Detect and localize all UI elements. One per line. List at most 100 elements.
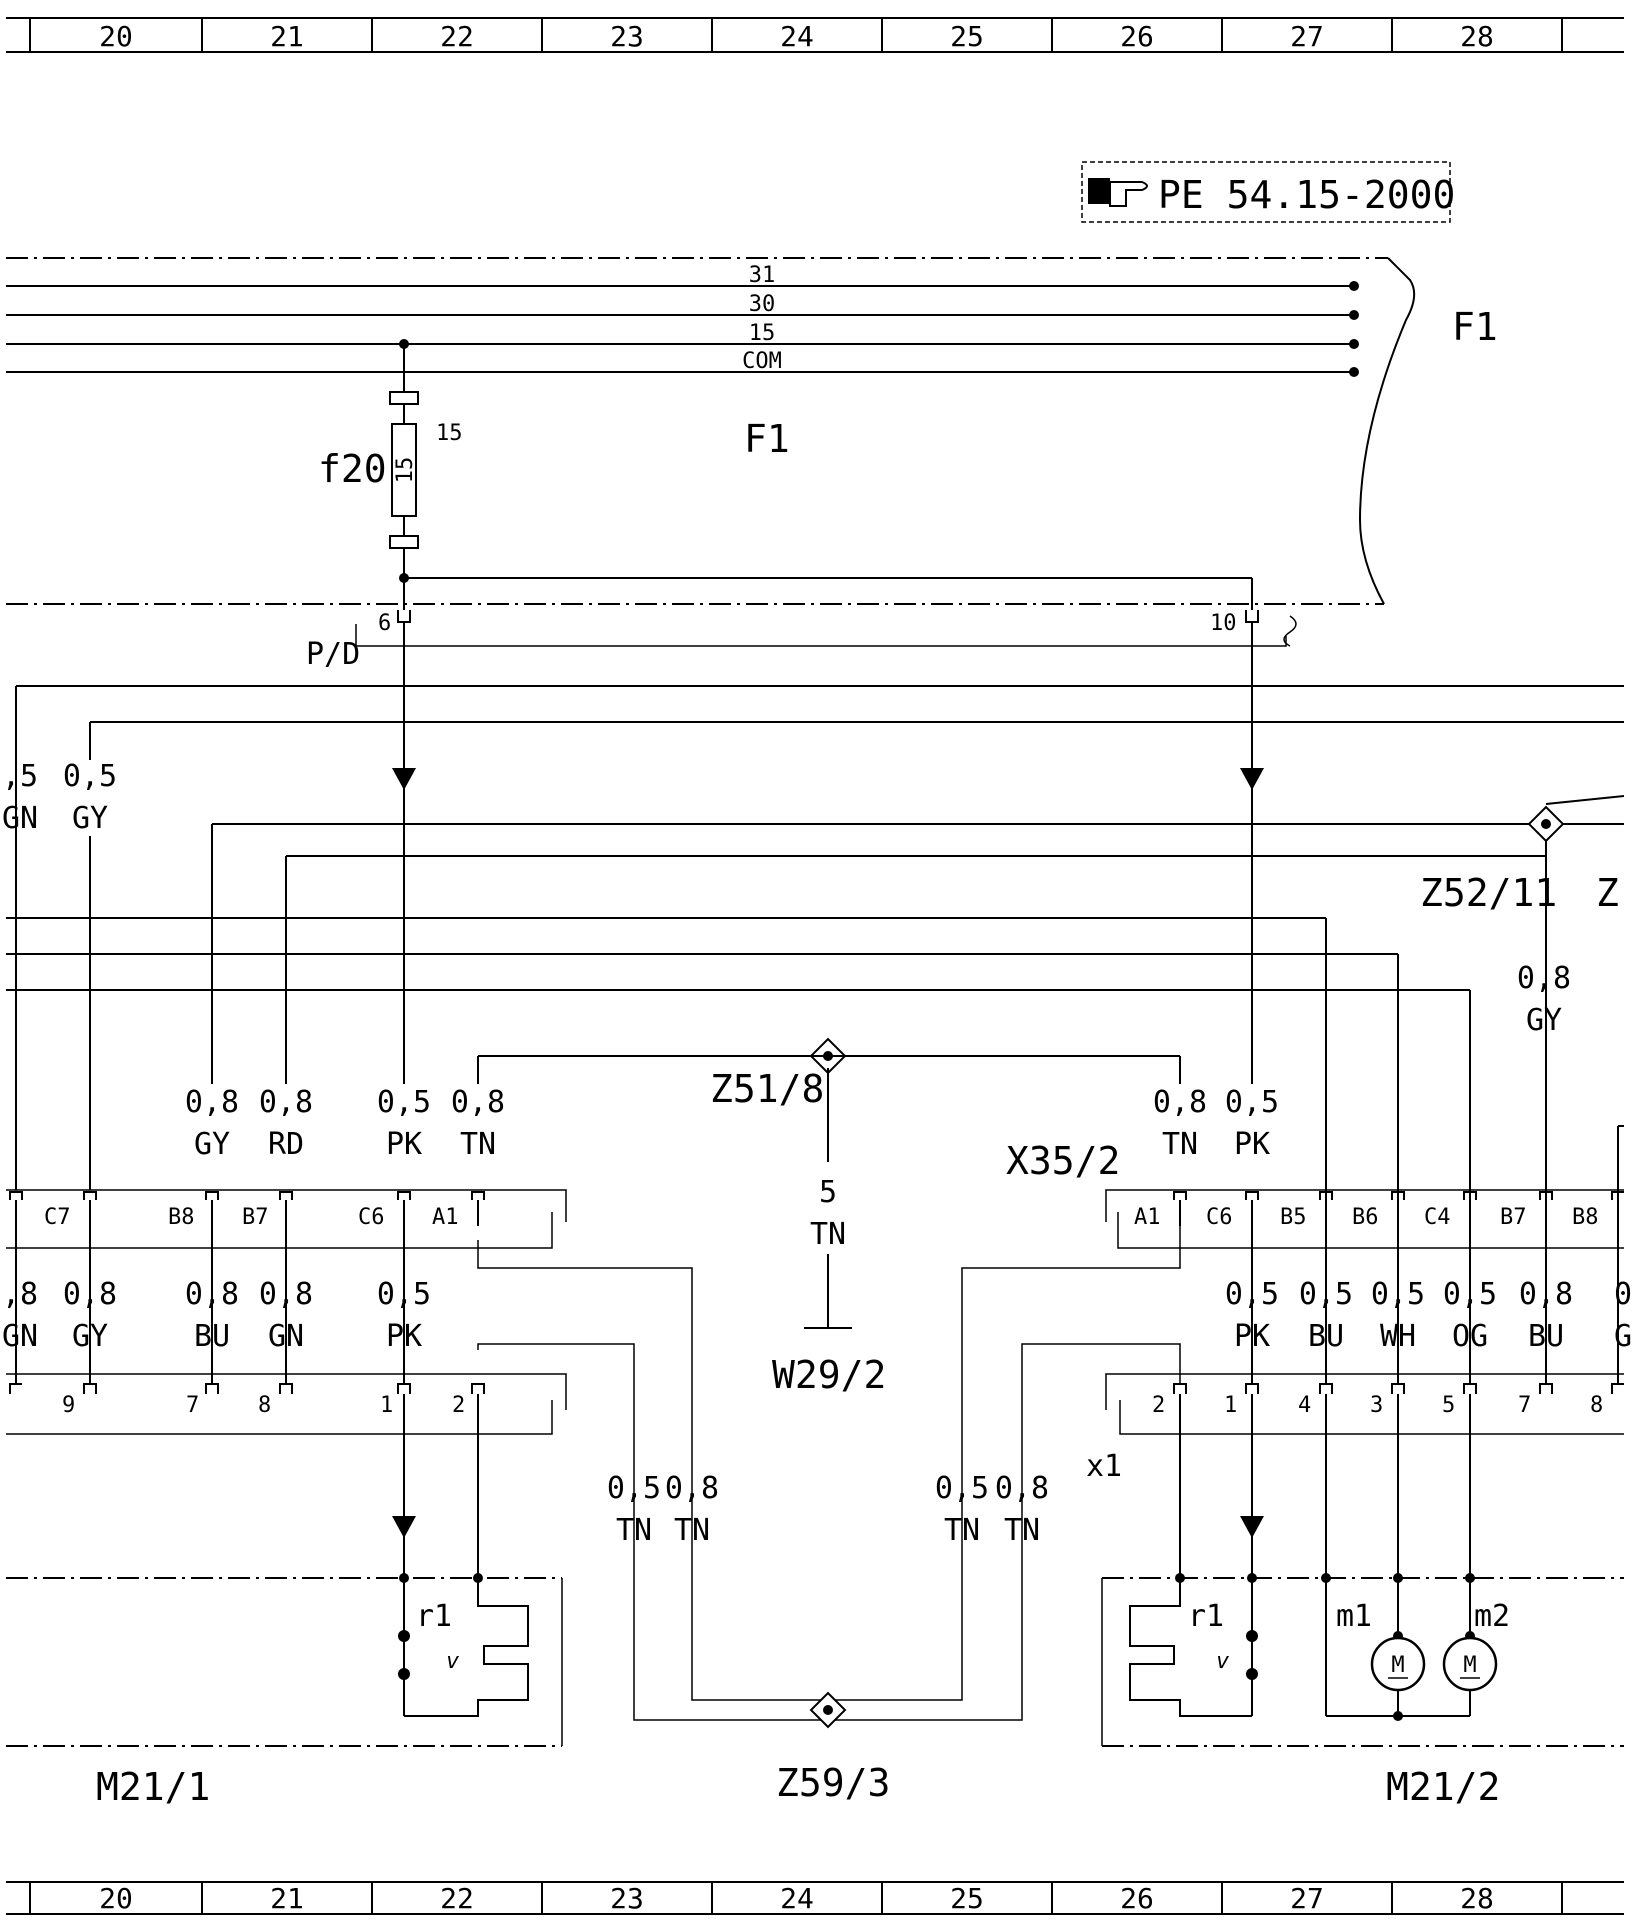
connector-left-motor[interactable]: 9 7 8 1 2 [6,1373,567,1435]
bus-label-15: 15 [749,321,776,346]
fuse-terminal: 15 [436,421,463,446]
left-upper-3-size: 0,5 [377,1085,431,1120]
wire-tl1-color: GN [2,801,38,836]
connector-right[interactable]: A1 C6 B5 B6 C4 B7 B8 [1105,1125,1624,1249]
left-lower-3-size: 0,8 [185,1277,239,1312]
right-pin-c6: C6 [1206,1205,1233,1230]
motor-m1-symbol: M [1391,1653,1404,1678]
motor-m2-symbol: M [1463,1653,1476,1678]
connector-pd[interactable]: 6 10 P/D [306,610,1297,672]
left-motor-pin-8: 8 [258,1393,271,1418]
right-motor-pin-7: 7 [1518,1393,1531,1418]
x35-2-name: X35/2 [1006,1139,1120,1183]
left-pin-b7: B7 [242,1205,269,1230]
m21-2-name: M21/2 [1386,1765,1500,1809]
connector-left[interactable]: C7 B8 B7 C6 A1 [6,1189,567,1249]
pointing-hand-icon [1088,178,1148,207]
grid-col-20-bottom: 20 [99,1882,133,1915]
grid-col-21-top: 21 [270,20,304,53]
right-pin-b6: B6 [1352,1205,1379,1230]
splice-z51-8[interactable]: Z51/8 5 TN [477,1037,1181,1329]
splice-z52-11[interactable]: Z52/11 Z 0,8 GY [1420,805,1619,1038]
left-motor-pin-9: 9 [62,1393,75,1418]
pk-feed-wires [392,622,1264,1084]
right-motor-pin-3: 3 [1370,1393,1383,1418]
left-motor-pin-2: 2 [452,1393,465,1418]
grid-col-23-top: 23 [610,20,644,53]
left-lower-2-color: GY [72,1319,108,1354]
reference-text: PE 54.15-2000 [1158,173,1455,217]
right-lower-6-color: GN [1614,1319,1632,1354]
grid-col-28-top: 28 [1460,20,1494,53]
fuse-output-wires [403,577,1253,610]
m21-2-r1: r1 [1188,1599,1224,1634]
left-lower-4-size: 0,8 [259,1277,313,1312]
pd-name: P/D [306,637,360,672]
right-pins [1173,1191,1624,1226]
m21-2-m1: m1 [1336,1599,1372,1634]
right-motor-pin-4: 4 [1298,1393,1311,1418]
power-buses: 31 30 15 COM [6,263,1359,377]
fuse-name: f20 [318,447,387,491]
left-pins [9,1191,485,1226]
connector-right-motor[interactable]: 2 1 4 3 5 7 8 x1 [1086,1373,1624,1484]
right-lower-2-size: 0,5 [1299,1277,1353,1312]
fuse-box-name-main: F1 [744,417,790,461]
ground-wire-1-size: 0,5 [607,1471,661,1506]
right-upper-labels: 0,8 TN 0,5 PK [1153,1085,1279,1162]
grid-col-22-bottom: 22 [440,1882,474,1915]
splice-z59-3[interactable]: Z59/3 [776,1226,1181,1805]
ground-wire-2-size: 0,8 [665,1471,719,1506]
bus-label-com: COM [742,349,782,374]
m21-1-r1: r1 [416,1599,452,1634]
right-motor-pin-1: 1 [1224,1393,1237,1418]
fuse-box-name-side: F1 [1452,305,1498,349]
pd-pin-right: 10 [1210,611,1237,636]
right-lower-3-color: WH [1380,1319,1416,1354]
ground-wire-2-color: TN [674,1513,710,1548]
right-lower-1-color: PK [1234,1319,1270,1354]
wire-tl2-color: GY [72,801,108,836]
component-m21-2[interactable]: r1 v M M m1 m2 M21/2 [1101,1573,1624,1809]
wire-tl2-size: 0,5 [63,759,117,794]
left-lower-1-size: ,8 [2,1277,38,1312]
right-motor-pin-5: 5 [1442,1393,1455,1418]
right-lower-5-size: 0,8 [1519,1277,1573,1312]
left-motor-wires [392,1240,828,1721]
m21-2-v: v [1216,1649,1230,1674]
reference-box[interactable]: PE 54.15-2000 [1081,161,1455,223]
right-lower-3-size: 0,5 [1371,1277,1425,1312]
right-lower-5-color: BU [1528,1319,1564,1354]
ground-name: W29/2 [772,1353,886,1397]
z59-name: Z59/3 [776,1761,890,1805]
component-m21-1[interactable]: r1 v M21/1 [6,1573,563,1809]
z52-name: Z52/11 [1420,871,1557,915]
grid-col-28-bottom: 28 [1460,1882,1494,1915]
right-upper-1-size: 0,8 [1153,1085,1207,1120]
ground-wire-1-color: TN [616,1513,652,1548]
left-upper-1-color: GY [194,1127,230,1162]
right-lower-2-color: BU [1308,1319,1344,1354]
left-upper-1-size: 0,8 [185,1085,239,1120]
right-pin-b5: B5 [1280,1205,1307,1230]
grid-col-26-bottom: 26 [1120,1882,1154,1915]
m21-2-m2: m2 [1474,1599,1510,1634]
left-upper-2-size: 0,8 [259,1085,313,1120]
fuse-f20[interactable]: 15 15 f20 [318,344,463,583]
right-lower-6-size: 0,8 [1614,1277,1632,1312]
x1-name: x1 [1086,1449,1122,1484]
top-left-wire-labels: ,5 GN 0,5 GY [2,759,117,1190]
left-upper-labels: 0,8 GY 0,8 RD 0,5 PK 0,8 TN [185,1085,505,1162]
grid-col-20-top: 20 [99,20,133,53]
right-lower-4-color: OG [1452,1319,1488,1354]
right-lower-1-size: 0,5 [1225,1277,1279,1312]
wire-tl1-size: ,5 [2,759,38,794]
left-upper-3-color: PK [386,1127,422,1162]
grid-strip-bottom: 20 21 22 23 24 25 26 27 28 [6,1881,1624,1915]
left-pin-a1: A1 [432,1205,459,1230]
left-upper-4-size: 0,8 [451,1085,505,1120]
right-upper-1-color: TN [1162,1127,1198,1162]
right-lower-labels: 0,5 PK 0,5 BU 0,5 WH 0,5 OG 0,8 BU 0,8 G… [1225,1226,1632,1384]
bus-label-30: 30 [749,292,776,317]
fuse-box-outline [6,257,1416,605]
